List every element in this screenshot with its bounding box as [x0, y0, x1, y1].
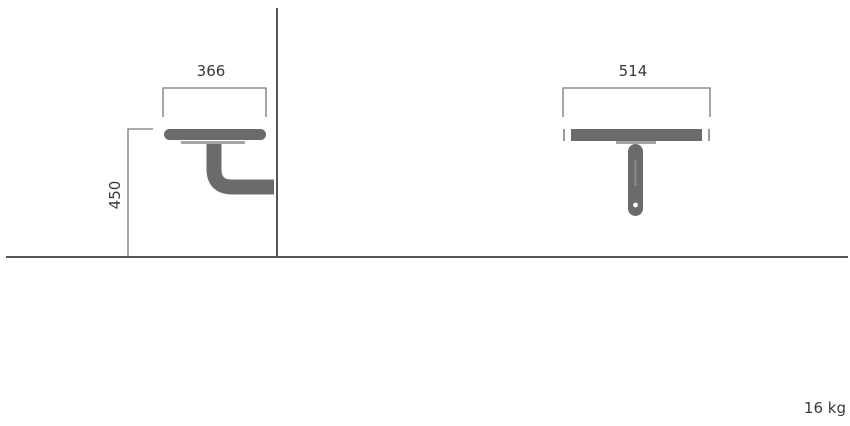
side-mount-plate	[181, 141, 245, 144]
front-seat-edge-left	[563, 129, 565, 141]
front-width-label: 514	[619, 62, 648, 80]
side-depth-bracket	[162, 87, 267, 117]
front-seat-edge-right	[708, 129, 710, 141]
front-seat-pad	[571, 129, 702, 141]
side-depth-label: 366	[197, 62, 226, 80]
side-seat-pad	[164, 129, 266, 140]
front-post-slot	[634, 160, 637, 186]
seat-height-label: 450	[106, 181, 124, 210]
front-mount-plate	[616, 141, 656, 144]
front-view: 514	[562, 62, 711, 216]
front-post-bolt	[633, 202, 638, 208]
side-support-arm	[206, 144, 274, 195]
front-width-bracket	[562, 87, 711, 117]
side-view: 366 450	[106, 62, 274, 257]
seat-height-bracket	[127, 128, 153, 257]
weight-label: 16 kg	[803, 399, 846, 417]
